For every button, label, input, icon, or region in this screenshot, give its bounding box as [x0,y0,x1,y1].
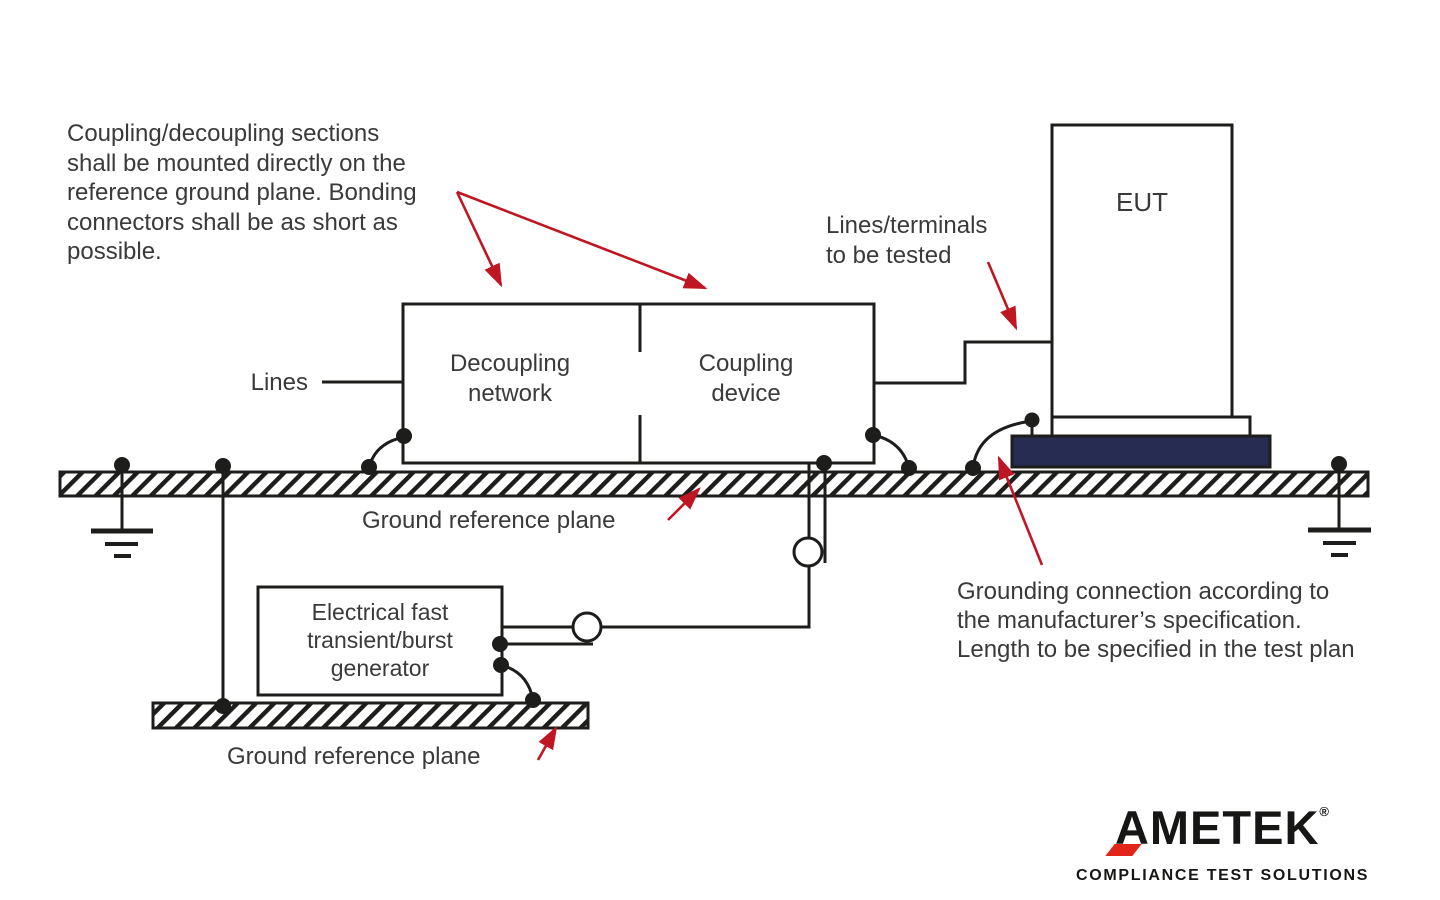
ground-plane-lower-label: Ground reference plane [227,743,481,770]
eut-label: EUT [1116,187,1168,217]
annotation-arrows [455,190,1044,761]
eut-box [1050,123,1234,419]
cable-loop-lower [571,611,603,643]
ametek-tagline: COMPLIANCE TEST SOLUTIONS [1076,867,1370,884]
arrow-cdn-note-right [456,190,708,290]
earth-symbol-left [91,465,153,558]
arrow-cdn-note-left [455,191,503,288]
ametek-wordmark: AMETEK [1114,801,1320,854]
coupling-device-label: Coupling device [698,350,794,407]
wire-to-eut [840,340,1077,385]
arrow-terminals [986,261,1018,331]
eut-base-slab [1010,434,1272,469]
arrow-grp-upper [667,487,701,521]
ground-plane-upper [58,470,1370,498]
decoupling-network-label: Decoupling network [449,350,571,407]
connection-dots [114,412,1347,714]
terminals-note: Lines/terminals to be tested [826,212,988,269]
arrow-grounding-note [997,455,1044,566]
registered-trademark-icon: ® [1319,804,1330,819]
wire-coax [502,441,811,629]
ground-plane-upper-label: Ground reference plane [362,507,616,534]
ametek-logo: AMETEK® COMPLIANCE TEST SOLUTIONS [1076,789,1368,885]
eut-pedestal-plate [1050,415,1252,438]
earth-symbol-right [1308,464,1371,557]
grounding-note: Grounding connection according to the ma… [957,578,1355,663]
generator-label: Electrical fast transient/burst generato… [307,599,453,681]
lines-label: Lines [250,369,308,396]
cdn-note: Coupling/decoupling sections shall be mo… [67,120,417,265]
generator-box [256,585,504,697]
cable-loop-upper [792,536,824,568]
arrow-grp-lower [536,725,558,761]
ametek-brand-row: AMETEK® [1105,789,1330,863]
